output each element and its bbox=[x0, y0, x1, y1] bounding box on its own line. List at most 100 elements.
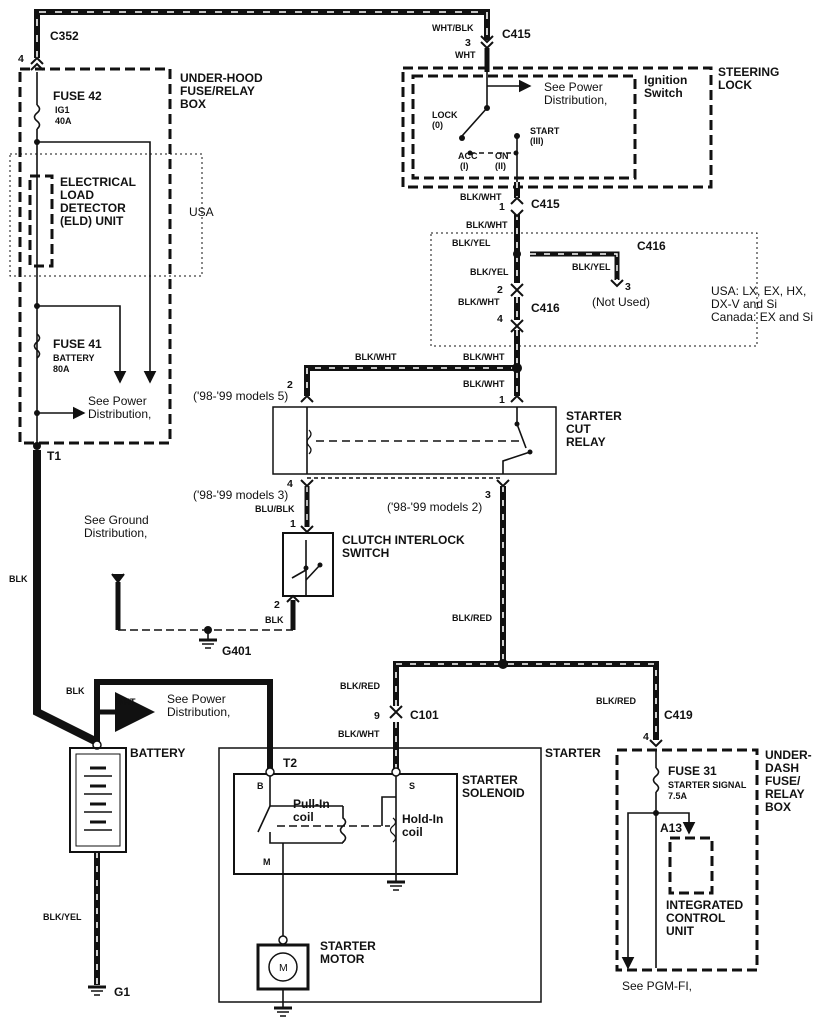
fuse31-rating: 7.5A bbox=[668, 791, 688, 801]
fuse41-name: BATTERY bbox=[53, 353, 95, 363]
relay-pin3-alt: ('98-'99 models 2) bbox=[387, 500, 482, 514]
relay-pin4-alt: ('98-'99 models 3) bbox=[193, 488, 288, 502]
starter-label: STARTER bbox=[545, 746, 601, 760]
solenoid-label-1: STARTER bbox=[462, 773, 518, 787]
battery-label: BATTERY bbox=[130, 746, 185, 760]
see-power-2a: See Power bbox=[544, 80, 603, 94]
steering-lock-label-2: LOCK bbox=[718, 78, 752, 92]
relay-label-1: STARTER bbox=[566, 409, 622, 423]
connector-c416-pin3: 3 bbox=[625, 281, 631, 293]
wire-blk-left: BLK bbox=[9, 574, 28, 584]
connector-c415-top: C415 bbox=[502, 27, 531, 41]
see-ground-b: Distribution, bbox=[84, 526, 147, 540]
models-label-3: Canada: EX and Si bbox=[711, 310, 813, 324]
relay-pin3: 3 bbox=[485, 489, 491, 501]
ignition-acc-label: ACC bbox=[458, 151, 478, 161]
connector-c415-top-pin: 3 bbox=[465, 37, 471, 49]
wire-blk-wht-7: BLK/WHT bbox=[338, 729, 380, 739]
underhood-fuse-relay-box bbox=[18, 67, 172, 445]
motor-label-2: MOTOR bbox=[320, 952, 365, 966]
splice-points bbox=[33, 105, 659, 816]
see-power-1b: Distribution, bbox=[88, 407, 151, 421]
ignition-acc-pos: (I) bbox=[460, 161, 469, 171]
motor-label-1: STARTER bbox=[320, 939, 376, 953]
clutch-label-1: CLUTCH INTERLOCK bbox=[342, 533, 465, 547]
connector-c415-bottom: C415 bbox=[531, 197, 560, 211]
see-pgm-fi: See PGM-FI, bbox=[622, 979, 692, 993]
ignition-on-pos: (II) bbox=[495, 161, 506, 171]
connector-c352-pin: 4 bbox=[18, 53, 24, 65]
see-power-1a: See Power bbox=[88, 394, 147, 408]
models-label-1: USA: LX, EX, HX, bbox=[711, 284, 806, 298]
wire-blk-red-2: BLK/RED bbox=[340, 681, 380, 691]
underdash-label-3: FUSE/ bbox=[765, 774, 801, 788]
eld-unit-box bbox=[28, 174, 54, 268]
see-ground-a: See Ground bbox=[84, 513, 149, 527]
ground-g401: G401 bbox=[222, 644, 252, 658]
connector-c101: C101 bbox=[410, 708, 439, 722]
wire-blk-relay: BLK bbox=[265, 615, 284, 625]
ignition-switch-label-2: Switch bbox=[644, 86, 683, 100]
relay-pin2: 2 bbox=[287, 379, 293, 391]
eld-label-3: DETECTOR bbox=[60, 201, 126, 215]
holdin-coil-label-1: Hold-In bbox=[402, 812, 443, 826]
wire-wht-battery: WHT bbox=[115, 697, 136, 707]
fuse42-name: IG1 bbox=[55, 105, 70, 115]
relay-pin1: 1 bbox=[499, 394, 505, 406]
clutch-interlock-switch-box bbox=[282, 532, 334, 597]
icu-label-3: UNIT bbox=[666, 924, 695, 938]
relay-label-3: RELAY bbox=[566, 435, 606, 449]
ignition-start-pos: (III) bbox=[530, 136, 544, 146]
relay-pin4: 4 bbox=[287, 478, 293, 490]
not-used-label: (Not Used) bbox=[592, 295, 650, 309]
relay-pin2-alt: ('98-'99 models 5) bbox=[193, 389, 288, 403]
wire-blk-wht-6: BLK/WHT bbox=[463, 379, 505, 389]
models-label-2: DX-V and Si bbox=[711, 297, 777, 311]
icu-label-2: CONTROL bbox=[666, 911, 725, 925]
terminal-s: S bbox=[409, 781, 415, 791]
fuse31-label: FUSE 31 bbox=[668, 764, 717, 778]
ignition-lock-pos: (0) bbox=[432, 120, 443, 130]
connector-c415-bottom-pin: 1 bbox=[499, 201, 505, 213]
starter-motor-symbol bbox=[256, 943, 310, 991]
terminal-m: M bbox=[263, 857, 271, 867]
wire-wht-blk: WHT/BLK bbox=[432, 23, 474, 33]
pullin-coil-label-2: coil bbox=[293, 810, 314, 824]
wire-blk-battery: BLK bbox=[66, 686, 85, 696]
relay-label-2: CUT bbox=[566, 422, 591, 436]
see-power-3a: See Power bbox=[167, 692, 226, 706]
usa-label: USA bbox=[189, 205, 214, 219]
steering-lock-label-1: STEERING bbox=[718, 65, 779, 79]
a13-label: A13 bbox=[660, 821, 682, 835]
see-power-2b: Distribution, bbox=[544, 93, 607, 107]
wire-blk-wht-4: BLK/WHT bbox=[355, 352, 397, 362]
usa-region-box bbox=[9, 153, 203, 277]
terminal-points bbox=[92, 740, 401, 945]
connector-c416-bottom: C416 bbox=[531, 301, 560, 315]
underhood-label-1: UNDER-HOOD bbox=[180, 71, 263, 85]
ignition-switch-label-1: Ignition bbox=[644, 73, 687, 87]
fuse31-name: STARTER SIGNAL bbox=[668, 780, 747, 790]
underdash-label-5: BOX bbox=[765, 800, 791, 814]
ground-symbols bbox=[88, 638, 405, 1017]
motor-symbol-label: M bbox=[279, 962, 288, 974]
connector-c352: C352 bbox=[50, 29, 79, 43]
connector-c419: C419 bbox=[664, 708, 693, 722]
see-power-3b: Distribution, bbox=[167, 705, 230, 719]
fuse41-label: FUSE 41 bbox=[53, 337, 102, 351]
battery-symbol bbox=[69, 747, 127, 853]
starter-solenoid-box bbox=[233, 773, 458, 875]
connector-symbols bbox=[30, 35, 663, 748]
connector-c416-top: C416 bbox=[637, 239, 666, 253]
wire-blk-red-1: BLK/RED bbox=[452, 613, 492, 623]
fuse41-rating: 80A bbox=[53, 364, 70, 374]
eld-label-2: LOAD bbox=[60, 188, 94, 202]
clutch-label-2: SWITCH bbox=[342, 546, 389, 560]
ignition-switch-box bbox=[411, 74, 637, 180]
eld-label-4: (ELD) UNIT bbox=[60, 214, 124, 228]
connector-c101-pin: 9 bbox=[374, 710, 380, 722]
icu-label-1: INTEGRATED bbox=[666, 898, 743, 912]
c416-models-region bbox=[430, 232, 758, 347]
wire-blk-yel-g1: BLK/YEL bbox=[43, 912, 82, 922]
